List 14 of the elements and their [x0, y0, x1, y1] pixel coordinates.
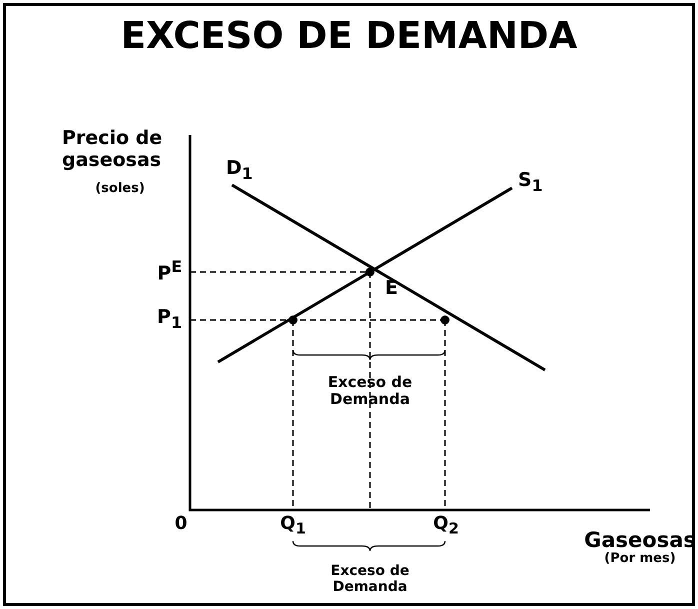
axis-value: Q$_{2}$: [433, 514, 459, 538]
curve-label: S$_{1}$: [518, 170, 543, 195]
axis-value: Q$_{1}$: [280, 514, 306, 538]
title: EXCESO DE DEMANDA: [120, 14, 578, 57]
axis-value: P$_{1}$: [157, 307, 182, 332]
axis-unit: (Por mes): [604, 552, 676, 567]
axis-value: P$^{E}$: [157, 258, 182, 286]
axis-value: 0: [174, 514, 188, 535]
annotation: Exceso de Demanda: [330, 563, 410, 596]
axis-unit: (soles): [95, 182, 145, 197]
axis-title: Gaseosas: [584, 528, 696, 552]
axis-title: Precio de gaseosas: [62, 128, 164, 172]
annotation: Exceso de Demanda: [326, 374, 414, 408]
curve-label: D$_{1}$: [226, 158, 253, 183]
